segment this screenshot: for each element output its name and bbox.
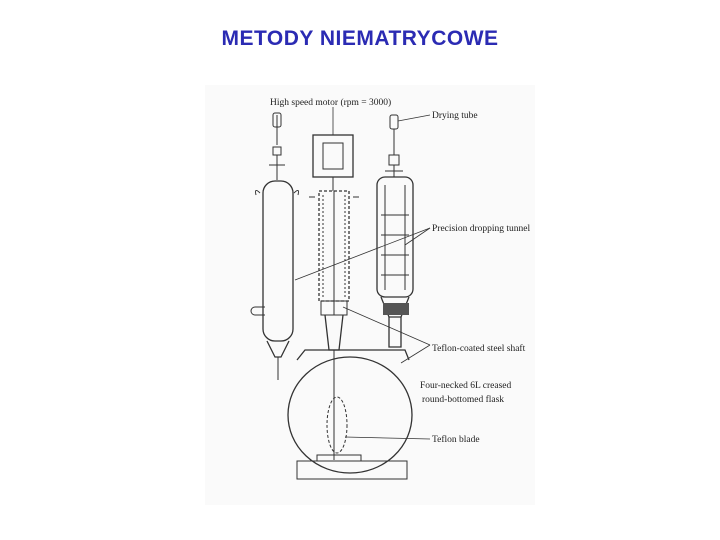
leader-dropping-tunnel (294, 227, 431, 281)
leader-drying-tube (397, 114, 431, 122)
label-motor: High speed motor (rpm = 3000) (270, 97, 391, 108)
round-bottom-flask (287, 349, 413, 480)
label-drying-tube: Drying tube (432, 111, 478, 121)
scan-background (205, 85, 535, 505)
label-flask-line2: round-bottomed flask (422, 394, 504, 405)
leader-shaft-2 (400, 344, 431, 364)
left-condenser (250, 112, 299, 380)
apparatus-diagram: High speed motor (rpm = 3000) Drying tub… (205, 85, 535, 505)
leader-blade (344, 436, 431, 440)
apparatus-svg: High speed motor (rpm = 3000) Drying tub… (205, 85, 535, 505)
label-shaft: Teflon-coated steel shaft (432, 343, 526, 354)
label-blade: Teflon blade (432, 434, 480, 445)
leader-shaft (342, 306, 431, 346)
slide-title: METODY NIEMATRYCOWE (221, 27, 499, 50)
stopcock (383, 303, 409, 315)
label-dropping-tunnel: Precision dropping tunnel (432, 224, 531, 234)
label-flask-line1: Four-necked 6L creased (420, 381, 511, 391)
leader-dropping-tunnel-2 (404, 227, 431, 246)
